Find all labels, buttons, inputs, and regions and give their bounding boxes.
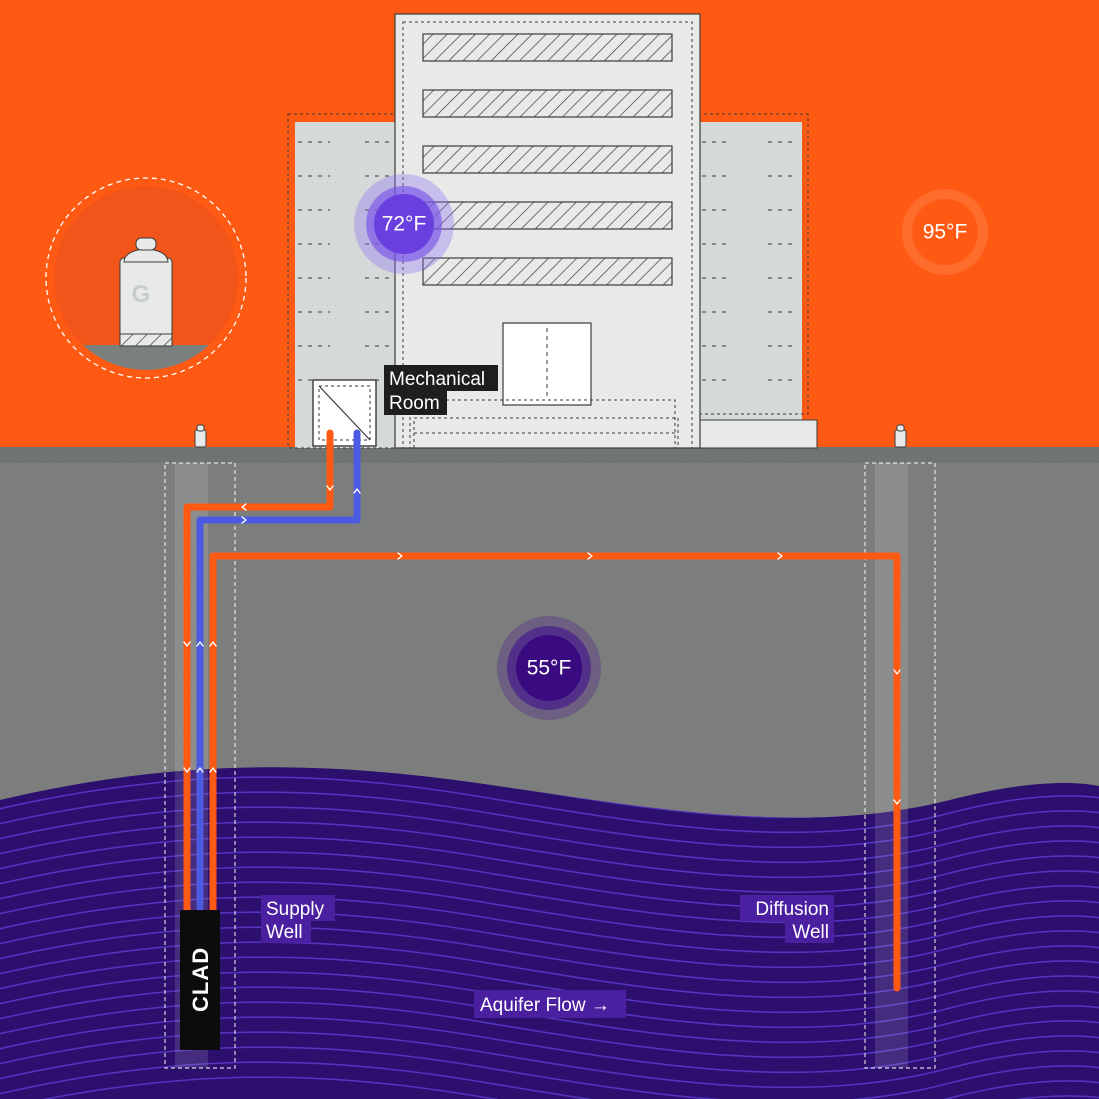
supply-well-label: Supply Well (261, 895, 335, 943)
chevron-icon (196, 641, 204, 647)
ground-temperature: 55°F (527, 657, 572, 680)
aquifer-flow-label: Aquifer Flow → (474, 990, 626, 1018)
supply-well-label-line1: Supply (266, 899, 325, 920)
chevron-icon (777, 552, 783, 560)
pump-brand-logo: CLAD (188, 947, 213, 1012)
chevron-icon (241, 516, 247, 524)
building (287, 13, 818, 449)
outdoor-temperature-badge: 95°F (902, 189, 988, 275)
mechanical-room-label-line1: Mechanical (389, 369, 485, 390)
supply-pump: CLAD (180, 910, 220, 1050)
tank-mark: G (132, 281, 151, 308)
diffusion-well-shaft (864, 462, 936, 1069)
chevron-icon (587, 552, 593, 560)
window-band-5 (422, 257, 673, 286)
supply-well-cap-icon (194, 424, 207, 448)
chevron-icon (893, 669, 901, 675)
chevron-icon (209, 767, 217, 773)
pressure-tank-icon: G (119, 237, 173, 347)
diffusion-pipe (209, 552, 901, 992)
chevron-icon (196, 767, 204, 773)
chevron-icon (183, 767, 191, 773)
window-band-3 (422, 145, 673, 174)
building-right-wing (697, 122, 802, 448)
aquifer-flow-text: Aquifer Flow → (480, 995, 610, 1016)
window-band-1 (422, 33, 673, 62)
supply-well-label-line2: Well (266, 922, 303, 943)
window-band-4 (422, 201, 673, 230)
ground-temperature-badge: 55°F (497, 616, 601, 720)
diffusion-well-cap-icon (894, 424, 907, 448)
indoor-temperature: 72°F (382, 213, 427, 236)
chevron-icon (241, 503, 247, 511)
warm-return-pipe (183, 429, 334, 916)
diffusion-well-label-line2: Well (792, 922, 829, 943)
outdoor-temperature: 95°F (923, 221, 968, 244)
mechanical-room-label: Mechanical Room (384, 365, 498, 415)
chevron-icon (183, 641, 191, 647)
pipes (183, 429, 901, 992)
mechanical-room-label-line2: Room (389, 393, 440, 414)
indoor-temperature-badge: 72°F (354, 174, 454, 274)
chevron-icon (353, 488, 361, 494)
diffusion-well-label-line1: Diffusion (755, 899, 829, 920)
window-band-2 (422, 89, 673, 118)
chevron-icon (326, 485, 334, 491)
chevron-icon (397, 552, 403, 560)
cool-supply-pipe (196, 429, 361, 916)
flow-chevrons (183, 485, 901, 805)
chevron-icon (893, 799, 901, 805)
chevron-icon (209, 641, 217, 647)
diffusion-well-label: Diffusion Well (740, 895, 834, 943)
